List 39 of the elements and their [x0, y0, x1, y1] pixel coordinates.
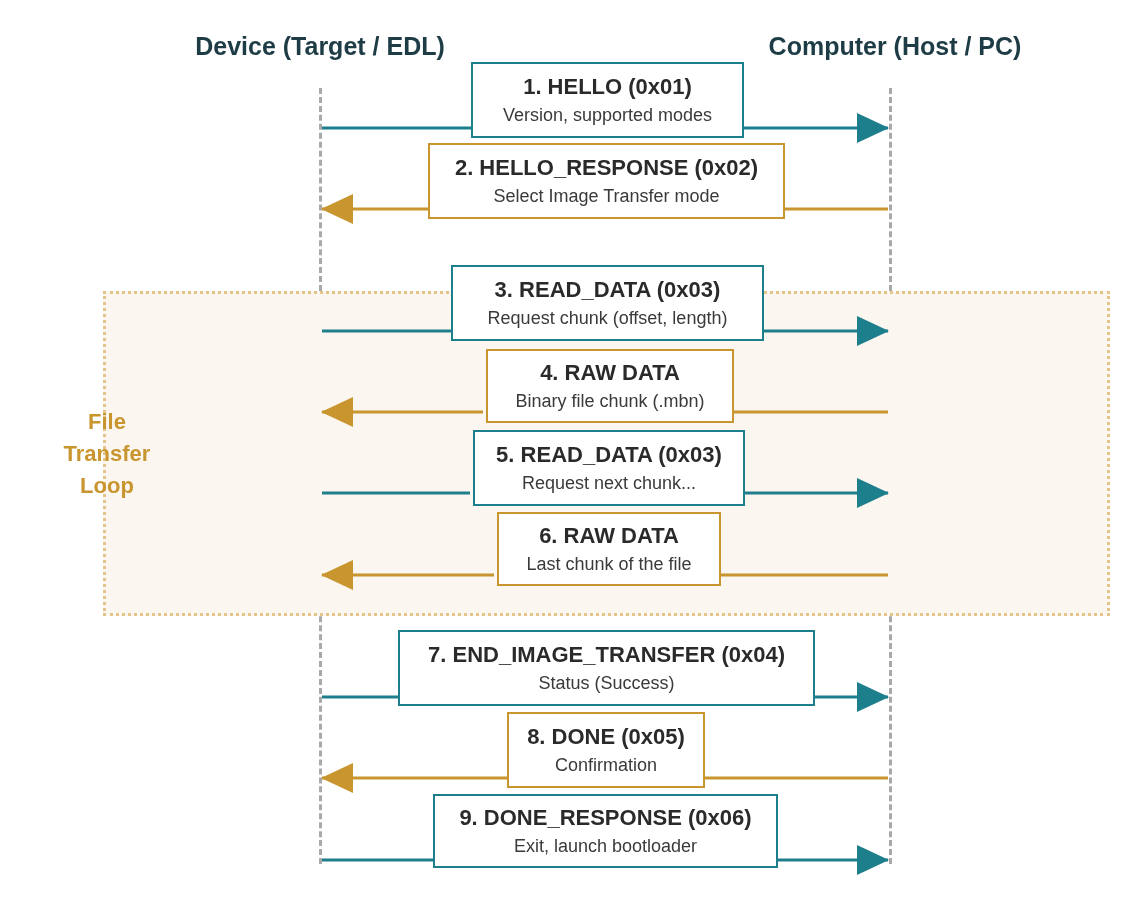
- message-description: Exit, launch bootloader: [513, 835, 698, 857]
- message-box: [471, 62, 744, 138]
- participant-heading: Device (Target / EDL): [150, 26, 490, 66]
- message-box: [428, 143, 785, 219]
- message-arrow: [815, 682, 889, 712]
- message-box: [497, 512, 721, 586]
- message-box: [433, 794, 778, 868]
- message-box: [473, 430, 745, 506]
- message-title: 8. DONE (0x05): [527, 724, 685, 750]
- loop-label: File Transfer Loop: [62, 408, 152, 500]
- message-arrow: [321, 194, 428, 224]
- message-title: 3. READ_DATA (0x03): [494, 277, 721, 303]
- message-box: [398, 630, 815, 706]
- message-description: Select Image Transfer mode: [493, 185, 720, 207]
- message-box: [486, 349, 734, 423]
- message-description: Request next chunk...: [521, 472, 697, 494]
- message-description: Binary file chunk (.mbn): [515, 390, 705, 412]
- message-description: Last chunk of the file: [526, 553, 692, 575]
- message-title: 9. DONE_RESPONSE (0x06): [459, 805, 752, 831]
- message-title: 5. READ_DATA (0x03): [496, 442, 722, 468]
- message-arrow: [764, 316, 889, 346]
- participant-heading: Computer (Host / PC): [720, 26, 1070, 66]
- message-description: Request chunk (offset, length): [487, 307, 728, 329]
- message-arrow: [321, 763, 507, 793]
- message-arrow: [742, 478, 889, 508]
- message-box: [451, 265, 764, 341]
- message-description: Confirmation: [554, 754, 657, 776]
- message-arrow: [321, 397, 483, 427]
- message-box: [507, 712, 705, 788]
- message-arrow: [744, 113, 889, 143]
- message-title: 4. RAW DATA: [540, 360, 680, 386]
- message-arrow: [321, 560, 494, 590]
- message-title: 1. HELLO (0x01): [523, 74, 692, 100]
- message-description: Version, supported modes: [502, 104, 713, 126]
- message-title: 7. END_IMAGE_TRANSFER (0x04): [428, 642, 785, 668]
- message-description: Status (Success): [538, 672, 675, 694]
- message-title: 2. HELLO_RESPONSE (0x02): [454, 155, 759, 181]
- message-arrow: [778, 845, 889, 875]
- message-title: 6. RAW DATA: [539, 523, 679, 549]
